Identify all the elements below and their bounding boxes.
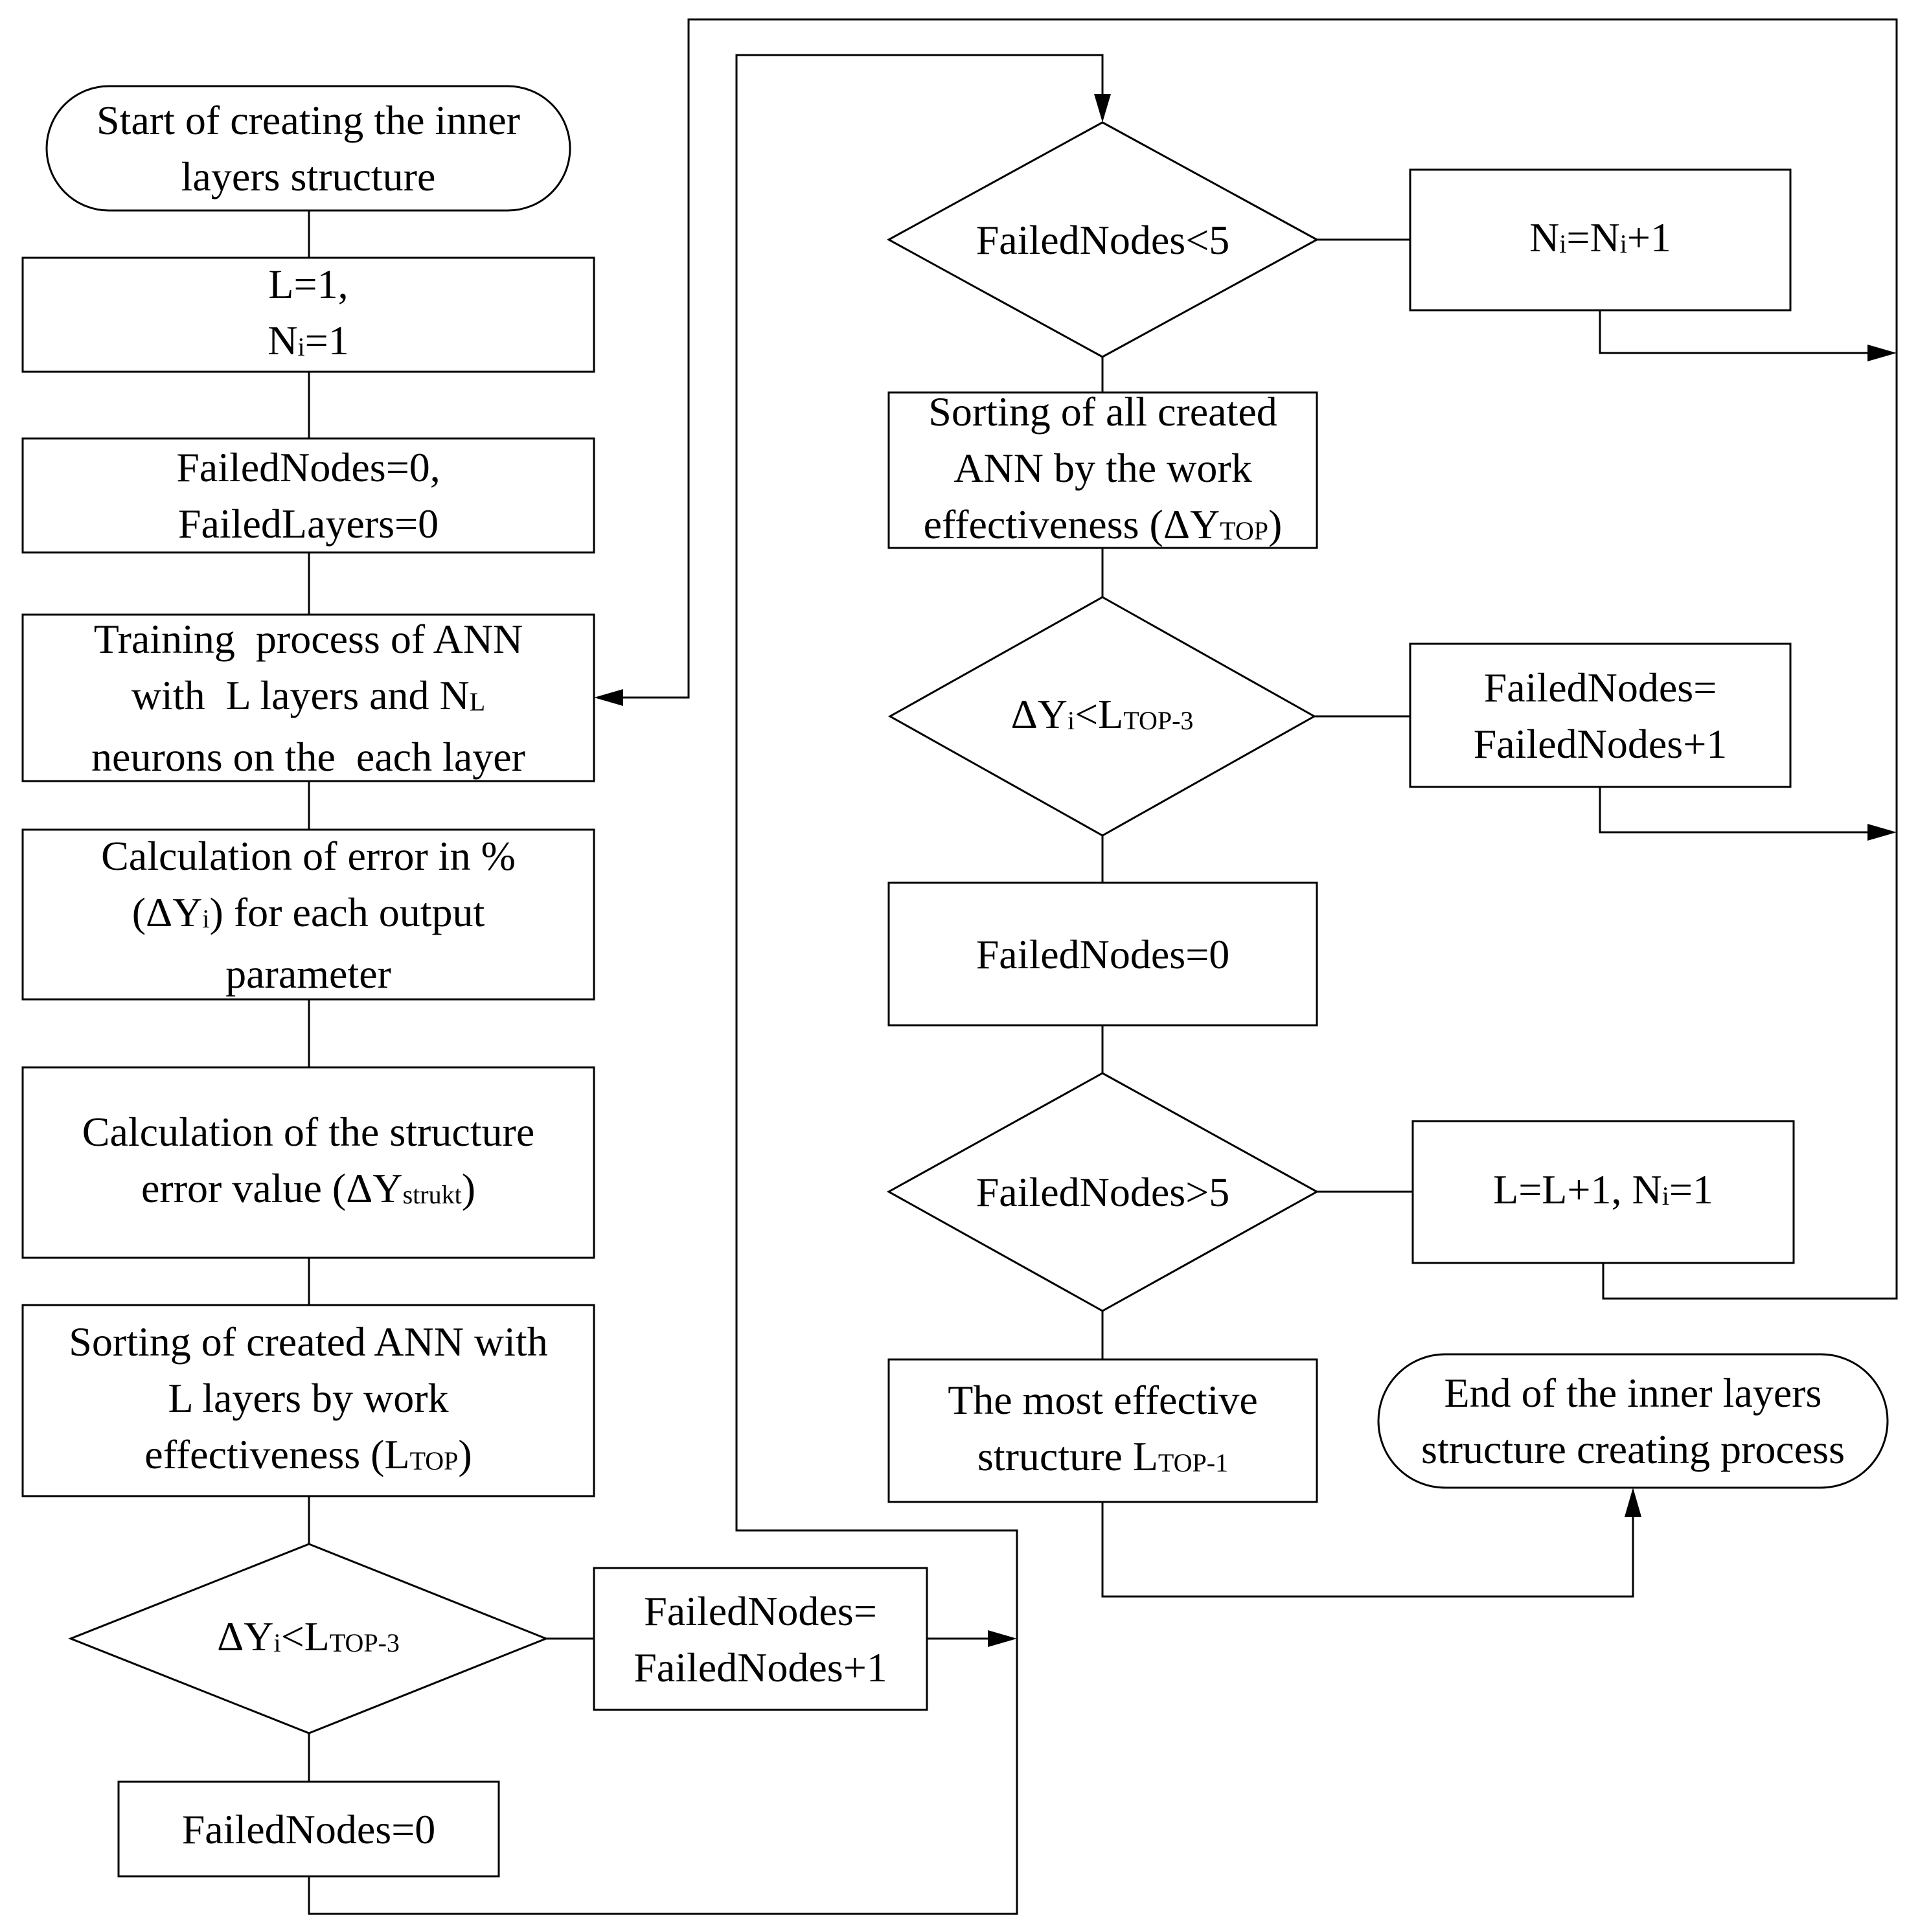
sort-all-line-1: Sorting of all created [928, 388, 1277, 435]
calc-struct-line-2: error value (ΔYstrukt) [82, 1160, 534, 1222]
sort-all-close: ) [1268, 501, 1283, 547]
ni-inc-step: Ni=Ni+1 [1410, 170, 1790, 310]
failed-inc-left-line-1: FailedNodes= [644, 1587, 877, 1634]
training-line-1: Training process of ANN [93, 616, 523, 662]
decision-right-dy: ΔY [1010, 690, 1067, 737]
sort-all-eff-sub: TOP [1220, 516, 1269, 545]
sort-l-line-3: effectiveness (LTOP) [69, 1426, 547, 1488]
end-terminal: End of the inner layers structure creatin… [1378, 1354, 1888, 1488]
calc-struct-step: Calculation of the structure error value … [23, 1067, 594, 1258]
failed-inc-left-line-2: FailedNodes+1 [634, 1644, 887, 1690]
l-inc-box [1411, 1120, 1795, 1264]
l-inc-value: =1 [1669, 1166, 1713, 1212]
training-line-2: with L layers and NL [91, 667, 525, 729]
calc-error-line-2: (ΔYi) for each output [101, 884, 516, 946]
sort-l-line-2: L layers by work [168, 1375, 449, 1421]
decision-right-lt: <L [1075, 690, 1124, 737]
failed-inc-left-box [593, 1567, 928, 1711]
init-failed-step: FailedNodes=0, FailedLayers=0 [23, 438, 594, 552]
decision-fn-lt5: FailedNodes<5 [889, 122, 1317, 357]
sort-l-close: ) [458, 1431, 472, 1477]
init-l-n: N [268, 317, 298, 363]
failed-zero-left-step: FailedNodes=0 [119, 1782, 499, 1876]
decision-fn-gt5-text: FailedNodes>5 [976, 1169, 1230, 1215]
connectors-right-column [1101, 238, 1897, 1598]
calc-struct-close: ) [461, 1165, 476, 1211]
start-line-1: Start of creating the inner [97, 97, 520, 143]
sort-l-line-1: Sorting of created ANN with [69, 1319, 548, 1365]
training-line-2-text: with L layers and N [131, 672, 470, 718]
calc-struct-dy: error value (ΔY [141, 1165, 403, 1211]
calc-error-dy-sub: i [202, 903, 210, 933]
start-terminal: Start of creating the inner layers struct… [47, 86, 570, 210]
sort-all-eff: effectiveness (ΔY [923, 501, 1220, 547]
failed-zero-right-box [887, 881, 1318, 1027]
init-l-n-sub: i [297, 332, 305, 361]
init-l-line-2: Ni=1 [268, 312, 348, 374]
most-effective-sub: TOP-1 [1158, 1448, 1229, 1477]
failed-inc-right-line-2: FailedNodes+1 [1473, 720, 1728, 767]
ni-inc-plus: +1 [1627, 214, 1671, 260]
calc-error-line-2-rest: ) for each output [209, 889, 485, 935]
decision-left-sub-top: TOP-3 [329, 1628, 400, 1657]
failed-zero-left-box [117, 1780, 500, 1878]
failed-inc-left-step: FailedNodes= FailedNodes+1 [594, 1568, 927, 1710]
end-line-1: End of the inner layers [1444, 1370, 1822, 1416]
decision-left-lt: <L [280, 1613, 330, 1659]
calc-struct-line-1: Calculation of the structure [82, 1109, 535, 1155]
training-line-2-sub: L [469, 687, 486, 716]
l-inc-sub: i [1661, 1181, 1669, 1210]
failed-zero-left-text: FailedNodes=0 [181, 1806, 436, 1852]
ni-inc-sub-1: i [1559, 229, 1567, 258]
failed-inc-right-step: FailedNodes= FailedNodes+1 [1410, 644, 1790, 787]
calc-error-line-3: parameter [225, 950, 391, 997]
decision-left-dy: ΔY [217, 1613, 274, 1659]
failed-zero-right-step: FailedNodes=0 [889, 883, 1317, 1025]
failed-inc-right-line-1: FailedNodes= [1483, 664, 1717, 710]
most-effective-struct: structure L [977, 1433, 1158, 1479]
failed-inc-right-box [1409, 642, 1792, 788]
sort-l-eff: effectiveness (L [144, 1431, 410, 1477]
init-failed-line-1: FailedNodes=0, [176, 444, 440, 490]
decision-left: ΔYi<LTOP-3 [71, 1544, 546, 1733]
init-l-step: L=1, Ni=1 [23, 258, 594, 372]
decision-right-sub-top: TOP-3 [1123, 705, 1194, 735]
init-l-box [21, 256, 595, 373]
decision-fn-lt5-text: FailedNodes<5 [976, 216, 1230, 263]
decision-fn-gt5: FailedNodes>5 [889, 1073, 1317, 1311]
sort-all-box [887, 391, 1318, 549]
init-l-n-value: =1 [304, 317, 349, 363]
decision-right: ΔYi<LTOP-3 [890, 597, 1314, 835]
decision-left-sub-i: i [273, 1628, 281, 1657]
connectors-left-column [308, 18, 1898, 1915]
l-inc-step: L=L+1, Ni=1 [1413, 1121, 1794, 1263]
sort-l-step: Sorting of created ANN with L layers by w… [23, 1305, 594, 1496]
calc-error-box [21, 828, 595, 1001]
ni-inc-sub-2: i [1619, 229, 1627, 258]
ni-inc-n: N [1529, 214, 1560, 260]
calc-error-line-1: Calculation of error in % [101, 832, 516, 879]
sort-l-eff-sub: TOP [409, 1446, 459, 1475]
failed-zero-right-text: FailedNodes=0 [976, 931, 1230, 977]
sort-all-line-3: effectiveness (ΔYTOP) [924, 496, 1283, 558]
sort-all-line-2: ANN by the work [953, 444, 1252, 491]
ni-inc-eq: =N [1566, 214, 1620, 260]
init-l-line-1: L=1, [268, 261, 348, 307]
end-line-2: structure creating process [1421, 1426, 1845, 1472]
training-step: Training process of ANN with L layers and… [23, 615, 594, 781]
training-box [21, 613, 595, 782]
l-inc-text: L=L+1, N [1493, 1166, 1662, 1212]
calc-struct-dy-sub: strukt [402, 1180, 462, 1209]
most-effective-line-2: structure LTOP-1 [948, 1428, 1258, 1490]
init-failed-line-2: FailedLayers=0 [177, 501, 439, 547]
most-effective-step: The most effective structure LTOP-1 [889, 1359, 1317, 1502]
start-line-2: layers structure [181, 153, 436, 199]
training-line-3: neurons on the each layer [91, 734, 525, 780]
calc-error-step: Calculation of error in % (ΔYi) for each … [23, 830, 594, 999]
most-effective-line-1: The most effective [948, 1377, 1258, 1423]
calc-error-dy: (ΔY [131, 889, 203, 935]
decision-right-sub-i: i [1067, 705, 1075, 735]
